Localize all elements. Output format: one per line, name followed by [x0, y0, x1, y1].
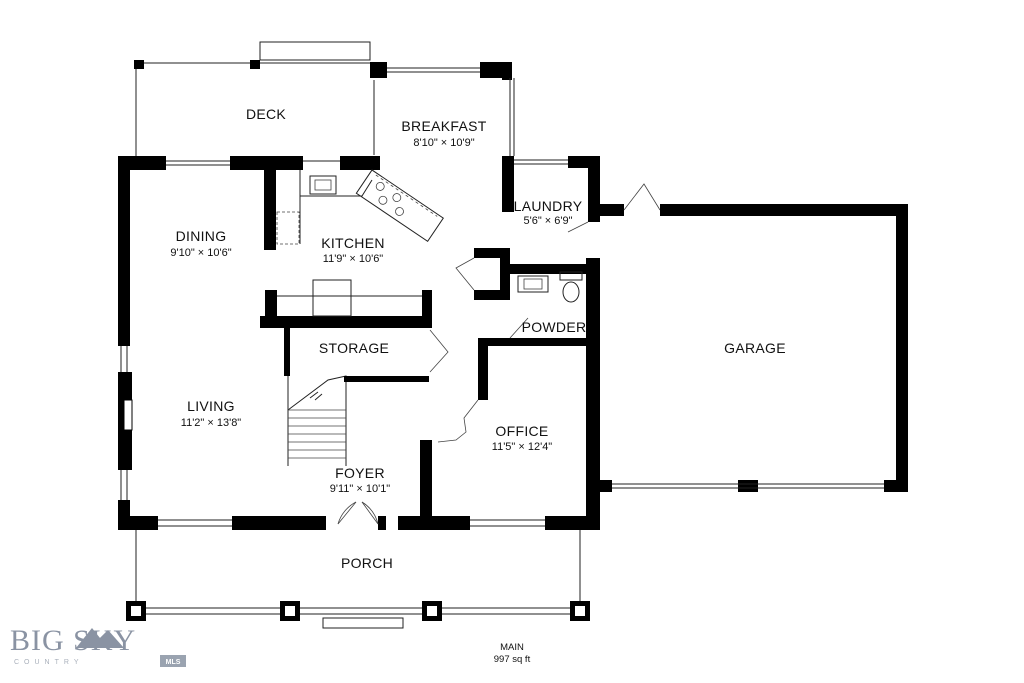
porch-structure [126, 530, 590, 629]
brand-logo: BIG SKY COUNTRY MLS [10, 624, 186, 667]
deck-area [134, 41, 371, 158]
room-label-deck: DECK [246, 106, 286, 122]
room-dims-breakfast: 8'10" × 10'9" [413, 137, 474, 149]
breakfast-walls [370, 62, 515, 212]
room-dims-living: 11'2" × 13'8" [181, 417, 242, 429]
room-label-porch: PORCH [341, 555, 393, 571]
porch-column [280, 601, 300, 621]
room-label-laundry: LAUNDRY [514, 198, 583, 214]
front-door [337, 501, 379, 525]
mls-badge-text: MLS [166, 659, 181, 666]
powder-laundry-walls [420, 156, 661, 520]
mountain-icon [76, 628, 124, 648]
kitchen-fixtures [264, 169, 444, 250]
porch-column [570, 601, 590, 621]
porch-column [126, 601, 146, 621]
exterior-walls [118, 156, 600, 530]
stair-storage [260, 279, 449, 466]
room-dims-foyer: 9'11" × 10'1" [330, 483, 391, 495]
room-label-powder: POWDER [522, 319, 587, 335]
room-label-kitchen: KITCHEN [321, 235, 385, 251]
room-dims-kitchen: 11'9" × 10'6" [323, 253, 384, 265]
garage-walls [600, 204, 908, 492]
room-dims-dining: 9'10" × 10'6" [170, 247, 231, 259]
room-label-foyer: FOYER [335, 465, 385, 481]
room-dims-laundry: 5'6" × 6'9" [523, 215, 572, 227]
room-label-breakfast: BREAKFAST [401, 118, 486, 134]
floor-name: MAIN [500, 642, 524, 653]
porch-column [422, 601, 442, 621]
room-label-storage: STORAGE [319, 340, 389, 356]
floor-area: 997 sq ft [494, 654, 531, 665]
room-label-office: OFFICE [495, 423, 548, 439]
brand-subtext: COUNTRY [14, 659, 83, 666]
room-label-garage: GARAGE [724, 340, 786, 356]
mls-badge [160, 655, 186, 667]
room-label-living: LIVING [187, 398, 235, 414]
room-label-dining: DINING [176, 228, 227, 244]
room-dims-office: 11'5" × 12'4" [492, 441, 553, 453]
